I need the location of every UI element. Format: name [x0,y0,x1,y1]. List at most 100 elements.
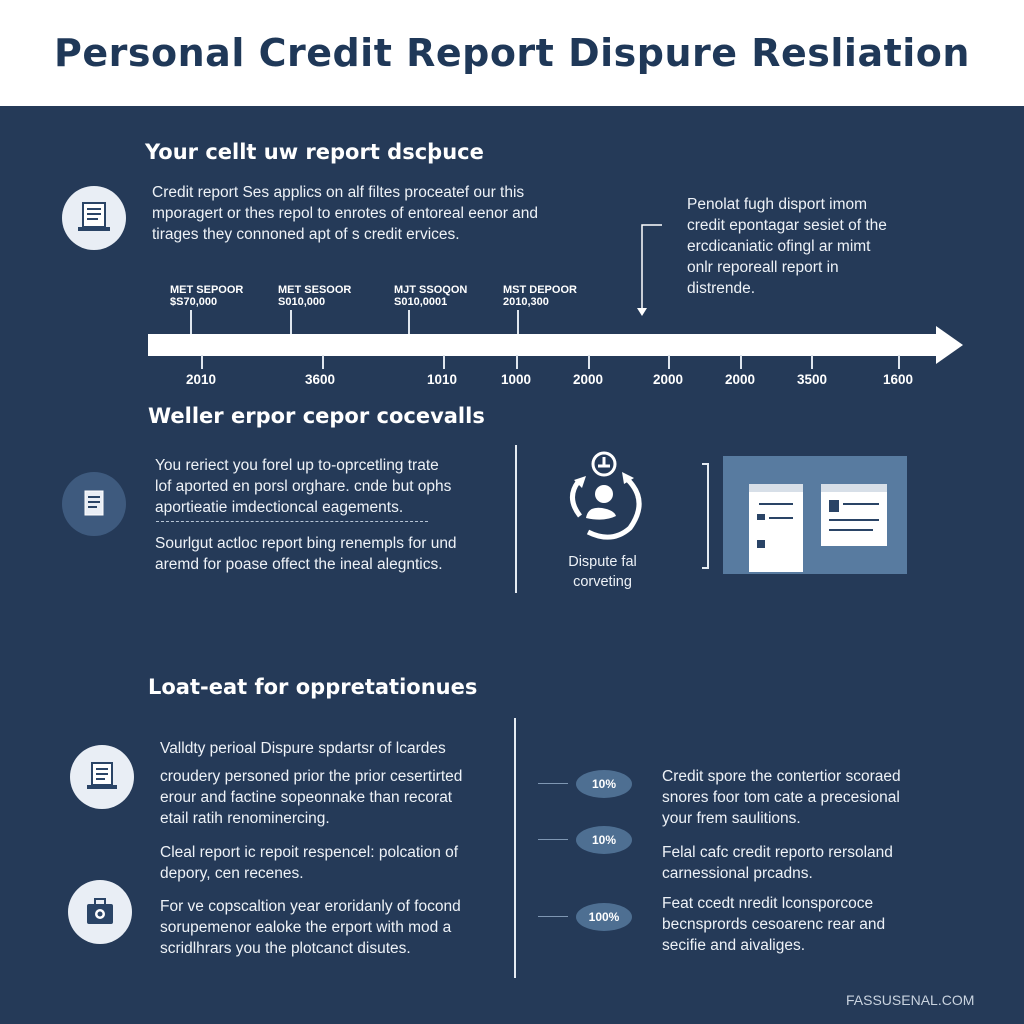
text-line: You reriect you forel up to-oprcetling t… [155,457,439,474]
timeline-year: 3500 [796,372,828,387]
label-line: S010,0001 [394,296,448,308]
timeline-year: 2010 [185,372,217,387]
label-line: MST DEPOOR [503,284,577,296]
text-line: scridlhrars you the plotcanct disutes. [160,940,411,957]
text-line: depory, cen recenes. [160,865,304,882]
timeline-tick [290,310,292,334]
text-line: snores foor tom cate a precesional [662,789,900,806]
briefcase-icon [87,898,113,924]
laptop-icon-circle [70,745,134,809]
text-line: becnsprords cesoarenc rear and [662,916,886,933]
timeline-tick [201,355,203,369]
text-line: Dispute fal [568,554,637,570]
section3-left-item: For ve copscaltion year eroridanly of fo… [160,896,461,959]
tablet-icon [84,490,104,516]
timeline-year: 2000 [724,372,756,387]
timeline-year: 1010 [426,372,458,387]
footer-website: FASSUSENAL.COM [846,992,975,1008]
label-line: MJT SSOQON [394,284,468,296]
text-line: your frem saulitions. [662,810,801,827]
text-line: aremd for poase offect the ineal alegnti… [155,556,443,573]
timeline-tick [517,310,519,334]
page-title: Personal Credit Report Dispure Resliatio… [54,31,970,75]
text-line: onlr reporeall report in [687,259,839,276]
label-line: $S70,000 [170,296,218,308]
section2-para1: You reriect you forel up to-oprcetling t… [155,455,451,518]
timeline-tick [898,355,900,369]
header: Personal Credit Report Dispure Resliatio… [0,0,1024,106]
text-line: Cleal report ic repoit respencel: polcat… [160,844,459,861]
report-window-illustration [723,456,907,574]
text-line: etail ratih renominercing. [160,810,330,827]
text-line: sorupemenor ealoke the erport with mod a [160,919,452,936]
section3-right-item: Felal cafc credit reporto rersoland carn… [662,842,893,884]
percent-badge: 10% [576,826,632,854]
timeline-arrow [148,326,963,364]
dispute-icon-caption: Dispute fal corveting [540,552,665,592]
section3-right-item: Credit spore the contertior scoraed snor… [662,766,901,829]
label-line: MET SESOOR [278,284,352,296]
text-line: Feat ccedt nredit lconsporcoce [662,895,874,912]
section3-left-item: Cleal report ic repoit respencel: polcat… [160,842,458,884]
timeline-year: 2000 [652,372,684,387]
briefcase-icon-circle [68,880,132,944]
timeline-year: 1000 [500,372,532,387]
section1-heading: Your cellt uw report dscþuce [145,140,484,164]
leader-line [538,916,568,917]
timeline-year: 2000 [572,372,604,387]
text-line: Credit report Ses applics on alf filtes … [152,184,525,201]
document-icon-circle [62,186,126,250]
timeline-tick [408,310,410,334]
document-icon [78,202,110,231]
text-line: erour and factine sopeonnake than recora… [160,789,453,806]
text-line: lof aported en porsl orghare. cnde but o… [155,478,452,495]
timeline-tick [190,310,192,334]
text-line: Valldty perioal Dispure spdartsr of lcar… [160,740,446,757]
timeline-year: 1600 [882,372,914,387]
text-line: carnessional prcadns. [662,865,813,882]
text-line: croudery personed prior the prior cesert… [160,768,463,785]
laptop-icon [87,762,117,789]
section1-body: Credit report Ses applics on alf filtes … [152,182,538,245]
section3-left-item: croudery personed prior the prior cesert… [160,766,462,829]
text-line: Credit spore the contertior scoraed [662,768,901,785]
timeline-tick [740,355,742,369]
callout-text: Penolat fugh disport imom credit epontag… [687,194,887,299]
label-line: S010,000 [278,296,326,308]
text-line: distrende. [687,280,756,297]
vertical-divider [514,718,516,978]
text-line: aportieatie imdectioncal eagements. [155,499,404,516]
timeline-tick [588,355,590,369]
section2-para2: Sourlgut actloc report bing renempls for… [155,533,457,575]
dispute-cycle-icon [570,451,642,540]
timeline-label: MET SEPOOR$S70,000 [170,284,243,308]
timeline-tick [443,355,445,369]
section2-heading: Weller erpor cepor cocevalls [148,404,485,428]
text-line: secifie and aivaliges. [662,937,806,954]
text-line: tirages they connoned apt of s credit er… [152,226,460,243]
leader-line [538,783,568,784]
report-windows-icon [749,484,887,572]
text-line: For ve copscaltion year eroridanly of fo… [160,898,461,915]
label-line: 2010,300 [503,296,549,308]
section3-left-item: Valldty perioal Dispure spdartsr of lcar… [160,738,446,759]
leader-line [538,839,568,840]
text-line: Felal cafc credit reporto rersoland [662,844,893,861]
timeline-tick [668,355,670,369]
timeline-tick [322,355,324,369]
tablet-icon-circle [62,472,126,536]
label-line: MET SEPOOR [170,284,244,296]
dashed-divider [156,521,428,522]
text-line: corveting [573,574,632,590]
section3-heading: Loat-eat for oppretationues [148,675,478,699]
timeline-year: 3600 [304,372,336,387]
timeline-tick [811,355,813,369]
percent-badge: 100% [576,903,632,931]
timeline-tick [516,355,518,369]
text-line: Sourlgut actloc report bing renempls for… [155,535,457,552]
text-line: mporagert or thes repol to enrotes of en… [152,205,539,222]
vertical-divider [515,445,517,593]
